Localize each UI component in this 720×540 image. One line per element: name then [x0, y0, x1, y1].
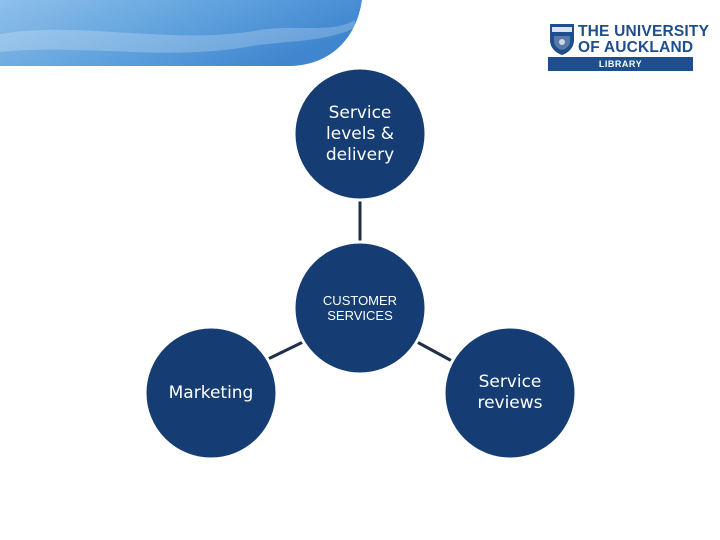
logo-line-2: OF AUCKLAND: [578, 39, 694, 56]
node-left-label: Marketing: [168, 382, 254, 403]
node-top-label: Service levels & delivery: [325, 102, 395, 165]
node-center-label: CUSTOMER SERVICES: [322, 293, 398, 323]
university-logo: THE UNIVERSITY OF AUCKLAND LIBRARY: [548, 22, 709, 72]
crest-icon: [550, 24, 574, 55]
node-center: [292, 240, 428, 376]
node-right: [442, 325, 578, 461]
logo-library-bar: LIBRARY: [548, 57, 693, 71]
header-banner: [0, 0, 362, 66]
node-left: [143, 325, 279, 461]
connector-left: [265, 340, 304, 362]
node-right-label: Service reviews: [477, 372, 543, 413]
node-top: [292, 66, 428, 202]
connector-right: [416, 340, 453, 363]
logo-line-1: THE UNIVERSITY: [578, 23, 710, 40]
